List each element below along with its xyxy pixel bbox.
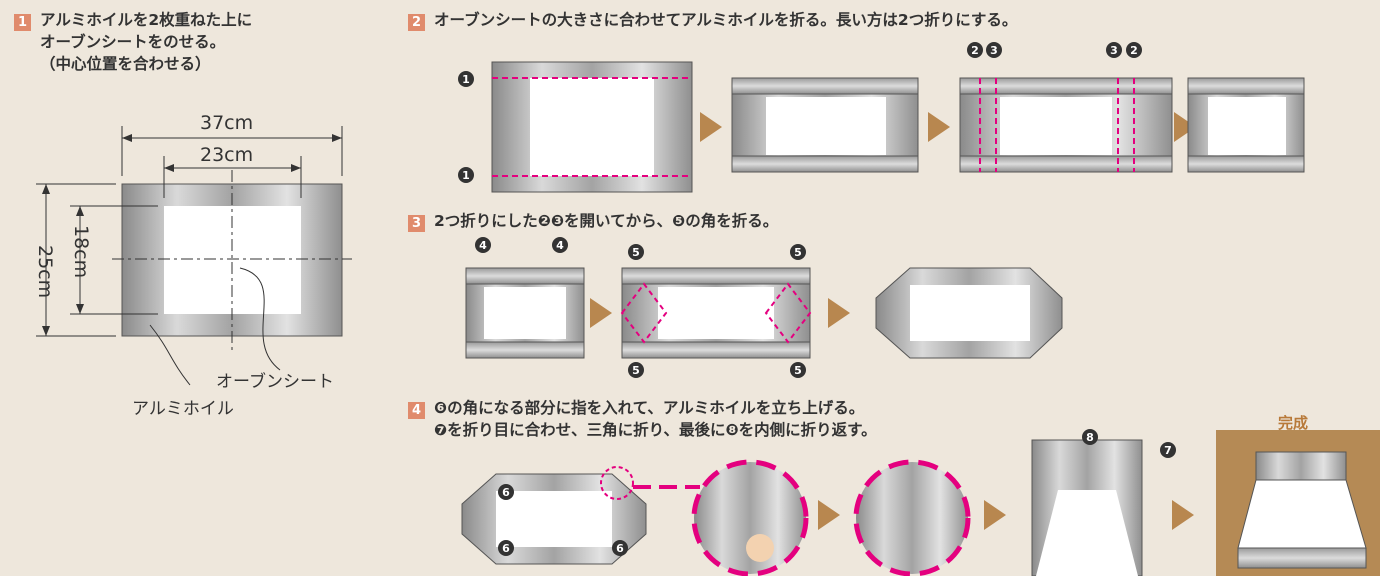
svg-text:6: 6 [616, 542, 624, 555]
svg-text:3: 3 [1110, 44, 1118, 57]
svg-text:6: 6 [502, 542, 510, 555]
marker-5-br: 5 [790, 362, 806, 378]
svg-text:7: 7 [1164, 444, 1172, 457]
outer-width-label: 37cm [200, 112, 254, 134]
marker-2-left: 2 [967, 42, 983, 58]
marker-4-left: 4 [475, 237, 491, 253]
marker-1-bottom: 1 [458, 167, 474, 183]
step-2-diagrams [491, 61, 1305, 193]
marker-6-br: 6 [612, 540, 628, 556]
step-2-number: 2 [408, 14, 425, 31]
svg-text:2: 2 [971, 44, 979, 57]
step-1-text: アルミホイルを2枚重ねた上に オーブンシートをのせる。 （中心位置を合わせる） [40, 11, 253, 73]
svg-text:2: 2 [1130, 44, 1138, 57]
step-3-number: 3 [408, 215, 425, 232]
done-label: 完成 [1278, 414, 1309, 432]
svg-text:3: 3 [990, 44, 998, 57]
svg-text:5: 5 [632, 364, 640, 377]
marker-4-right: 4 [552, 237, 568, 253]
marker-8: 8 [1082, 429, 1098, 445]
foil-label: アルミホイル [132, 399, 234, 419]
step-3-diagrams [465, 267, 1063, 359]
svg-text:4: 4 [556, 239, 564, 252]
step-2-text: オーブンシートの大きさに合わせてアルミホイルを折る。長い方は2つ折りにする。 [434, 11, 1018, 29]
svg-text:5: 5 [794, 364, 802, 377]
inner-width-label: 23cm [200, 144, 254, 166]
marker-7: 7 [1160, 442, 1176, 458]
step-3-text: 2つ折りにした❷❸を開いてから、❺の角を折る。 [434, 212, 779, 230]
oven-sheet-label: オーブンシート [216, 372, 334, 392]
svg-text:5: 5 [632, 246, 640, 259]
step-1-number: 1 [14, 14, 31, 31]
svg-text:5: 5 [794, 246, 802, 259]
marker-1-top: 1 [458, 71, 474, 87]
svg-text:1: 1 [462, 169, 470, 182]
svg-text:8: 8 [1086, 431, 1094, 444]
step-4-number: 4 [408, 402, 425, 419]
svg-text:1: 1 [462, 73, 470, 86]
step-4-text: ❻の角になる部分に指を入れて、アルミホイルを立ち上げる。 ❼を折り目に合わせ、三… [434, 399, 877, 439]
marker-6-bl: 6 [498, 540, 514, 556]
step-4-diagrams [461, 430, 1380, 576]
svg-text:6: 6 [502, 486, 510, 499]
marker-6-tl: 6 [498, 484, 514, 500]
marker-3-left: 3 [986, 42, 1002, 58]
marker-5-tl: 5 [628, 244, 644, 260]
step-1-diagram [36, 126, 352, 386]
marker-3-right: 3 [1106, 42, 1122, 58]
marker-5-tr: 5 [790, 244, 806, 260]
marker-2-right: 2 [1126, 42, 1142, 58]
marker-5-bl: 5 [628, 362, 644, 378]
svg-text:4: 4 [479, 239, 487, 252]
